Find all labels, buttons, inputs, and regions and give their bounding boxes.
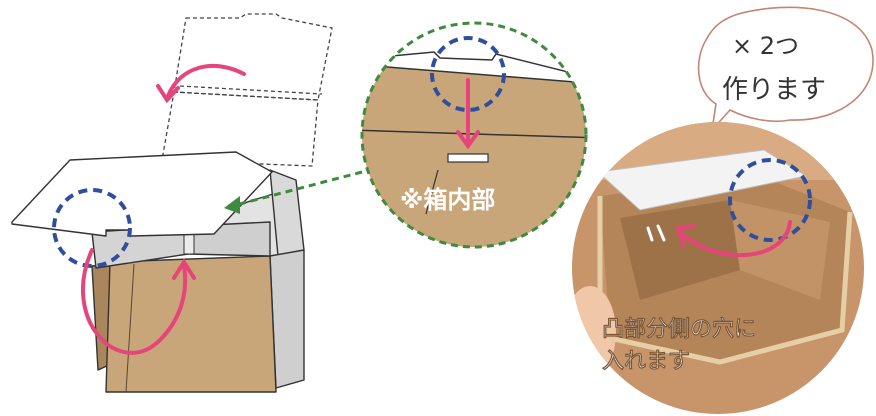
bubble-make-text: 作ります: [722, 75, 826, 105]
inside-box-label: ※箱内部: [400, 186, 495, 214]
tab-motion-marks: [646, 224, 666, 242]
fold-arrows-box: [80, 63, 246, 355]
cardboard-box: [11, 151, 305, 393]
target-circle-zoom: [430, 36, 506, 112]
zoom-detail: [362, 23, 586, 247]
zoom-pointer: [231, 170, 363, 208]
photo-caption-line2: 入れます: [602, 349, 690, 374]
unfolded-flap-outline: [161, 13, 333, 167]
zoom-pointer-head: [224, 196, 240, 214]
photo-caption-line1: 凸部分側の穴に: [602, 316, 756, 342]
target-circle-photo: [728, 158, 812, 242]
bubble-count-text: × 2つ: [732, 32, 799, 60]
speech-bubble: × 2つ 作ります: [697, 6, 874, 133]
down-arrow-zoom: [456, 78, 480, 150]
insert-arrow-photo: [675, 220, 792, 258]
target-circle-box: [52, 188, 132, 268]
zoom-circle-border: [360, 21, 588, 249]
